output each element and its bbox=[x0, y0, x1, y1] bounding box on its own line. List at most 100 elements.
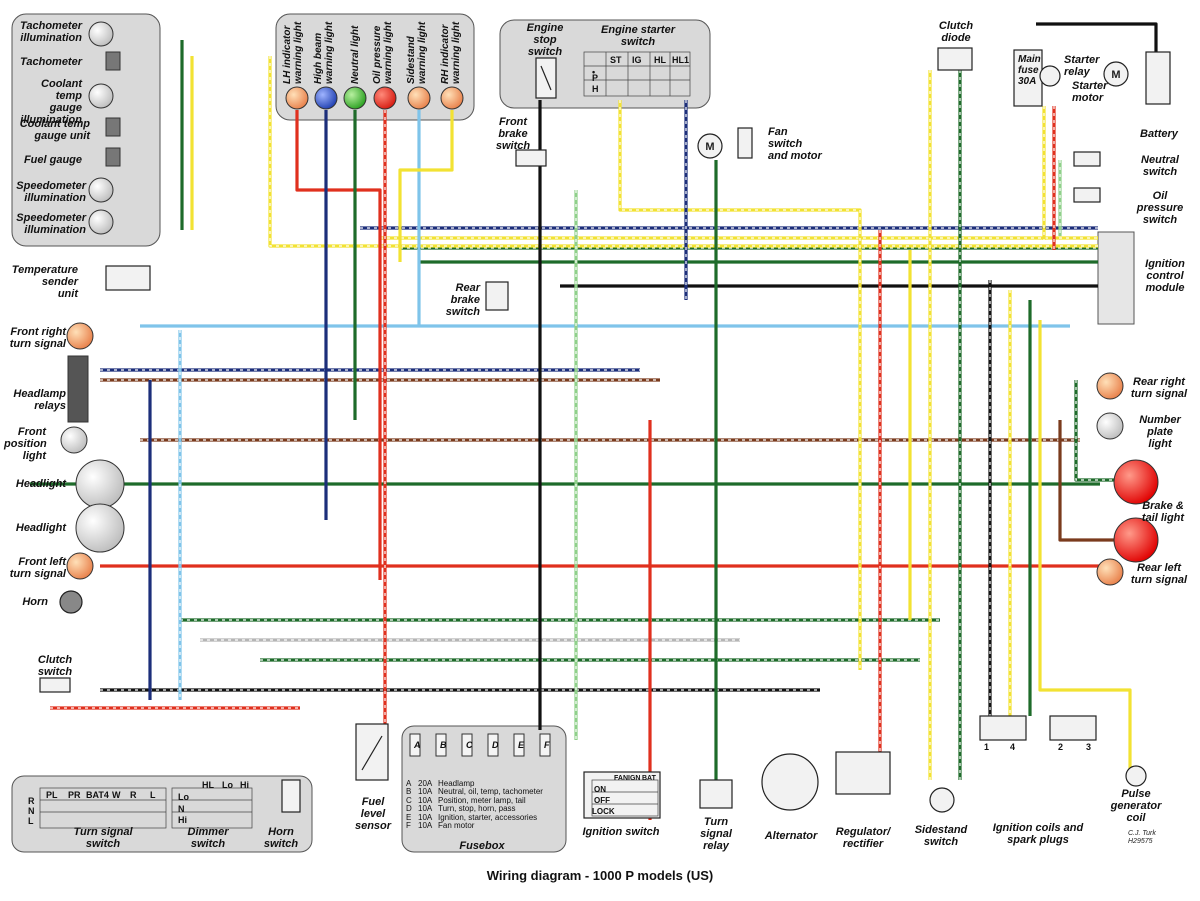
fuse-letter: C bbox=[406, 795, 412, 805]
label-fan-switch-motor: Fan switch and motor bbox=[768, 126, 822, 162]
coil-block-1 bbox=[979, 715, 1027, 741]
motor-letters: M M bbox=[705, 69, 1120, 153]
fuse-circuit: Fan motor bbox=[438, 821, 475, 831]
fuse-letter-e: E bbox=[518, 740, 525, 750]
front-brake-switch-symbol bbox=[515, 149, 547, 167]
label-fuel-gauge: Fuel gauge bbox=[23, 154, 82, 166]
label-fuel-level-sensor: Fuel level sensor bbox=[354, 796, 392, 832]
motors bbox=[59, 61, 1147, 813]
fuse-rating: 10A bbox=[418, 812, 433, 822]
starter-table-row-h: H bbox=[592, 84, 599, 94]
turn-signal-relay-symbol bbox=[699, 779, 733, 809]
ignition-table-header-ign: IGN bbox=[628, 775, 641, 782]
label-ignition-control-module: Ignition control module bbox=[1145, 258, 1185, 294]
sidestand-switch-symbol bbox=[929, 787, 955, 813]
speedometer-illumination-bulb-1 bbox=[88, 177, 114, 203]
starter-switch-grid bbox=[583, 51, 691, 97]
label-speedometer-illumination-2: Speedometer illumination bbox=[16, 212, 86, 236]
label-front-right-turn: Front right turn signal bbox=[9, 326, 66, 350]
label-headlamp-relays: Headlamp relays bbox=[13, 388, 66, 412]
coil-number-3: 3 bbox=[1086, 742, 1092, 752]
label-oil-pressure-switch: Oil pressure switch bbox=[1136, 190, 1184, 226]
high-beam-bulb bbox=[314, 86, 338, 110]
switch-symbols bbox=[39, 47, 1171, 693]
dimmer-table-row-hi: Hi bbox=[178, 815, 187, 825]
pulse-generator-symbol bbox=[1125, 765, 1147, 787]
fuse-rating: 10A bbox=[418, 804, 433, 814]
rh-indicator-bulb bbox=[440, 86, 464, 110]
fuse-letter: F bbox=[406, 821, 411, 831]
instrument-panel bbox=[11, 13, 161, 247]
horn-switch-symbol bbox=[281, 779, 301, 813]
wire bbox=[295, 110, 382, 580]
label-rear-right-turn: Rear right turn signal bbox=[1130, 376, 1188, 400]
credit-author: C.J. Turk bbox=[1128, 830, 1156, 837]
label-ignition-switch: Ignition switch bbox=[582, 826, 660, 838]
fuse-row: F 10A Fan motor bbox=[406, 821, 543, 831]
starter-table-row-p: P bbox=[592, 73, 599, 83]
turn-dimmer-grids bbox=[39, 779, 659, 829]
label-high-beam: High beam warning light bbox=[313, 21, 335, 84]
label-sidestand-switch: Sidestand switch bbox=[914, 824, 968, 848]
label-fusebox: Fusebox bbox=[459, 840, 505, 852]
sidestand-bulb bbox=[407, 86, 431, 110]
ignition-table-header-fan: FAN bbox=[614, 775, 628, 782]
label-speedometer-illumination-1: Speedometer illumination bbox=[16, 180, 86, 204]
rear-brake-switch-symbol bbox=[485, 281, 509, 311]
front-right-turn-bulb bbox=[66, 322, 94, 350]
wire-stripe bbox=[1075, 380, 1114, 481]
label-oil-pressure: Oil pressure warning light bbox=[372, 21, 394, 84]
diagram-title: Wiring diagram - 1000 P models (US) bbox=[486, 868, 714, 883]
label-brake-tail-light: Brake & tail light bbox=[1141, 500, 1185, 524]
brake-tail-bulb-1 bbox=[1113, 459, 1159, 505]
label-clutch-diode: Clutch diode bbox=[938, 20, 974, 44]
wire-stripe bbox=[619, 100, 861, 670]
turn-table-header-w: W bbox=[112, 790, 121, 800]
wire bbox=[1036, 22, 1158, 52]
speedometer-illumination-bulb-2 bbox=[88, 209, 114, 235]
label-front-position-light: Front position light bbox=[4, 426, 47, 462]
fuse-rating: 10A bbox=[418, 787, 433, 797]
label-starter-motor: Starter motor bbox=[1072, 80, 1108, 104]
front-left-turn-bulb bbox=[66, 552, 94, 580]
fuse-letter: D bbox=[406, 804, 412, 814]
tachometer-connector bbox=[105, 51, 121, 71]
warning-bulbs bbox=[285, 86, 464, 110]
svg-text:M: M bbox=[1111, 69, 1120, 81]
fuse-rating: 20A bbox=[418, 779, 433, 788]
label-tachometer: Tachometer bbox=[20, 56, 82, 68]
label-clutch-switch: Clutch switch bbox=[37, 654, 73, 678]
main-fuse-symbol bbox=[1013, 49, 1043, 107]
temperature-sender-symbol bbox=[105, 265, 151, 291]
fuse-circuit: Turn, stop, horn, pass bbox=[438, 804, 516, 814]
svg-text:M: M bbox=[705, 141, 714, 153]
fuse-rating: 10A bbox=[418, 795, 433, 805]
headlight-bulb-2 bbox=[75, 503, 125, 553]
label-engine-starter-switch: Engine starter switch bbox=[601, 24, 675, 48]
label-front-left-turn: Front left turn signal bbox=[9, 556, 66, 580]
neutral-bulb bbox=[343, 86, 367, 110]
alternator-symbol bbox=[761, 753, 819, 811]
label-horn: Horn bbox=[22, 596, 48, 608]
wires bbox=[30, 22, 1158, 820]
right-bulbs bbox=[1096, 372, 1159, 586]
label-turn-signal-relay: Turn signal relay bbox=[700, 816, 732, 852]
fuse-letter-a: A bbox=[414, 740, 421, 750]
instrument-bulbs bbox=[88, 21, 121, 235]
fuse-circuit: Headlamp bbox=[438, 779, 475, 788]
wire bbox=[1038, 320, 1132, 770]
wire bbox=[618, 100, 862, 670]
fuse-circuit: Position, meter lamp, tail bbox=[438, 795, 526, 805]
label-tachometer-illumination: Tachometer illumination bbox=[20, 20, 82, 44]
turn-table-header-r: R bbox=[130, 790, 137, 800]
brake-tail-bulb-2 bbox=[1113, 517, 1159, 563]
fuse-holders bbox=[409, 733, 551, 757]
dimmer-table-header-hi: Hi bbox=[240, 780, 249, 790]
fuse-rating: 10A bbox=[418, 821, 433, 831]
fuse-row: D 10A Turn, stop, horn, pass bbox=[406, 804, 543, 814]
turn-table-row-r: R bbox=[28, 796, 35, 806]
turn-table-header-l: L bbox=[150, 790, 156, 800]
label-pulse-generator: Pulse generator coil bbox=[1110, 788, 1162, 824]
